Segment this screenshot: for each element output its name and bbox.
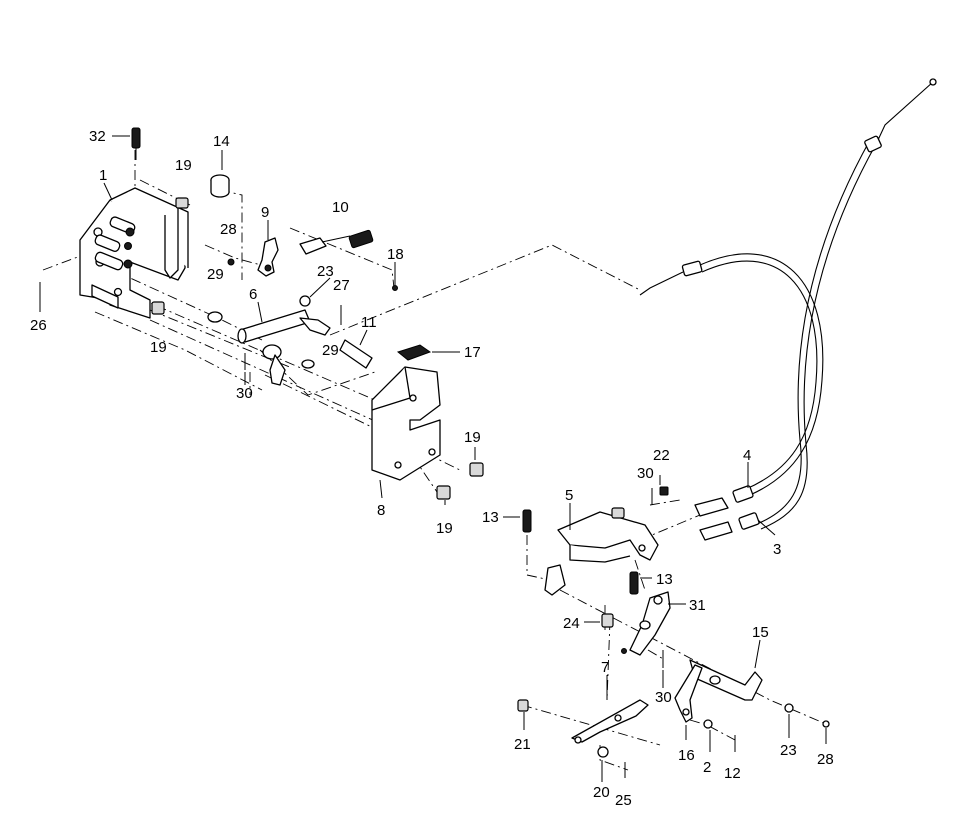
callout-17: 17 <box>464 344 481 361</box>
shaft-6 <box>237 309 373 386</box>
callout-13-right: 13 <box>656 571 673 588</box>
cover-8 <box>371 366 441 481</box>
lever-9 <box>257 237 279 277</box>
callout-27: 27 <box>333 277 350 294</box>
callout-19-left: 19 <box>150 339 167 356</box>
callout-25: 25 <box>615 792 632 809</box>
washer-23-upper <box>299 295 311 307</box>
callout-29-top: 29 <box>207 266 224 283</box>
bolt-24 <box>601 613 614 628</box>
callout-30-left: 30 <box>236 385 253 402</box>
small-bracket <box>544 564 566 596</box>
washer-23-lower <box>784 703 794 713</box>
washer-28-lower <box>822 720 830 728</box>
callout-30-lower: 30 <box>655 689 672 706</box>
callout-28-top: 28 <box>220 221 237 238</box>
callout-1: 1 <box>99 167 107 184</box>
callout-21: 21 <box>514 736 531 753</box>
washer-29-upper <box>207 311 223 323</box>
bolt-19-left <box>151 301 165 315</box>
callout-19-bottom: 19 <box>436 520 453 537</box>
callout-8: 8 <box>377 502 385 519</box>
callout-26: 26 <box>30 317 47 334</box>
washer-2 <box>703 719 713 729</box>
pedal-16 <box>674 664 703 723</box>
callout-19-right: 19 <box>464 429 481 446</box>
bolt-19-top <box>175 197 189 209</box>
control-cables <box>639 78 937 541</box>
callout-23-bottom: 23 <box>780 742 797 759</box>
pin-small <box>621 648 627 654</box>
callout-6: 6 <box>249 286 257 303</box>
bushing-14 <box>210 174 230 198</box>
callout-11: 11 <box>361 314 377 331</box>
spring-13-right <box>629 571 639 595</box>
callout-10: 10 <box>332 199 349 216</box>
bracket-5 <box>557 507 659 563</box>
callout-labels: 32 19 1 14 28 9 10 18 29 23 27 6 11 26 1… <box>30 128 834 809</box>
pad-17 <box>396 344 432 361</box>
callout-31: 31 <box>689 597 706 614</box>
callout-20: 20 <box>593 784 610 801</box>
washer-29-lower <box>301 359 315 369</box>
callout-5: 5 <box>565 487 573 504</box>
spring-13-left <box>522 509 532 533</box>
bolt-22 <box>659 486 669 496</box>
callout-13-left: 13 <box>482 509 499 526</box>
leader-lines <box>103 135 827 782</box>
bolt-21 <box>517 699 529 712</box>
bolt-19-right <box>469 462 484 477</box>
callout-19-top: 19 <box>175 157 192 174</box>
callout-14: 14 <box>213 133 230 150</box>
callout-24: 24 <box>563 615 580 632</box>
mounting-plate <box>79 187 189 319</box>
lever-15 <box>689 659 763 701</box>
spring-32 <box>131 127 141 160</box>
callout-3: 3 <box>773 541 781 558</box>
lever-31 <box>629 591 671 656</box>
callout-28-bottom: 28 <box>817 751 834 768</box>
callout-4: 4 <box>743 447 751 464</box>
callout-7: 7 <box>601 659 609 676</box>
lever-7 <box>571 699 649 744</box>
callout-9: 9 <box>261 204 269 221</box>
callout-29-bottom: 29 <box>322 342 339 359</box>
bolt-19-bottom <box>436 485 451 500</box>
callout-22: 22 <box>653 447 670 464</box>
callout-30-upper: 30 <box>637 465 654 482</box>
callout-2: 2 <box>703 759 711 776</box>
callout-16: 16 <box>678 747 695 764</box>
switch-10 <box>299 229 398 291</box>
handle-11 <box>339 339 373 369</box>
callout-23-top: 23 <box>317 263 334 280</box>
callout-12: 12 <box>724 765 741 782</box>
washer-20 <box>597 746 609 758</box>
callout-18: 18 <box>387 246 404 263</box>
callout-15: 15 <box>752 624 769 641</box>
callout-32: 32 <box>89 128 106 145</box>
washer-28 <box>227 258 235 266</box>
